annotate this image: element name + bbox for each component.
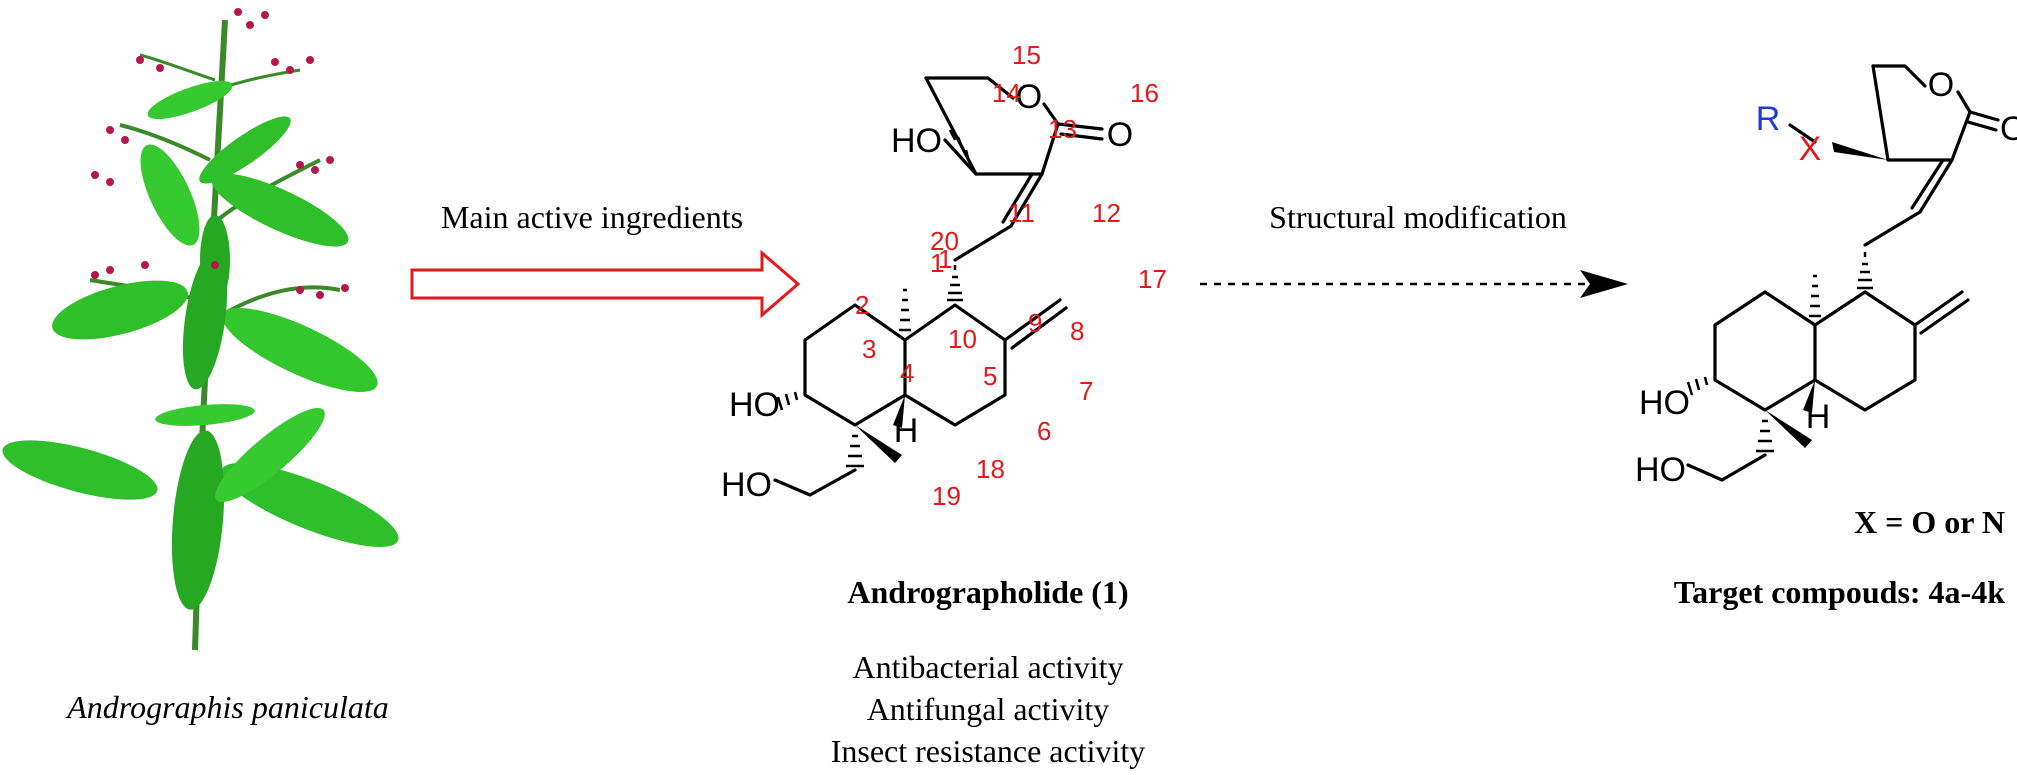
flower-buds — [91, 8, 349, 299]
leaf-shape — [211, 173, 349, 247]
atom-ho-c19: HO — [721, 466, 772, 504]
arrow1-label: Main active ingredients — [441, 199, 743, 235]
atom-ho-c3-2: HO — [1639, 384, 1690, 422]
leaf-shape — [2, 440, 158, 500]
compound1-name: Andrographolide (1) — [847, 574, 1128, 610]
num-18: 18 — [976, 454, 1005, 484]
num-5: 5 — [983, 361, 997, 391]
atom-ho-c14: HO — [891, 122, 942, 160]
atom-h-c5: H — [894, 412, 919, 450]
plant-caption: Andrographis paniculata — [65, 689, 388, 725]
plant-illustration — [2, 8, 399, 651]
andrographolide-structure — [773, 76, 1104, 497]
num-1: 1 — [930, 248, 944, 278]
num-19: 19 — [932, 481, 961, 511]
main-ingredients-arrow — [410, 249, 801, 319]
structural-modification-arrow — [1200, 270, 1628, 298]
num-9: 9 — [1028, 308, 1042, 338]
atom-ho-c19-2: HO — [1635, 451, 1686, 489]
atom-h-c5-2: H — [1806, 398, 1831, 436]
leaf-shape — [147, 80, 233, 120]
num-7: 7 — [1079, 376, 1093, 406]
num-10: 10 — [948, 324, 977, 354]
atom-o-carbonyl-2: O — [2000, 110, 2017, 148]
leaf-shape — [52, 280, 188, 340]
num-4: 4 — [900, 358, 914, 388]
leaf-shape — [171, 430, 225, 610]
activity-1: Antibacterial activity — [853, 649, 1124, 685]
num-2: 2 — [855, 290, 869, 320]
activity-3: Insect resistance activity — [831, 733, 1146, 769]
leaf-shape — [200, 215, 230, 305]
num-15: 15 — [1012, 40, 1041, 70]
carbon-numbering: 1 — [938, 244, 952, 274]
atom-o-ring: O — [1016, 78, 1042, 116]
svg-text:1: 1 — [938, 244, 952, 274]
arrow2-label: Structural modification — [1269, 199, 1567, 235]
atom-ho-c3: HO — [729, 386, 780, 424]
atom-o-ring-2: O — [1928, 66, 1954, 104]
substituent-r: R — [1756, 100, 1781, 138]
num-17: 17 — [1138, 264, 1167, 294]
leaf-shape — [222, 308, 378, 392]
carbon-numbers: 1 2 3 4 5 6 7 8 9 10 11 12 13 14 15 16 1… — [855, 40, 1167, 511]
num-11: 11 — [1008, 198, 1035, 228]
substituent-x: X — [1799, 130, 1822, 168]
num-8: 8 — [1070, 316, 1084, 346]
leaf-shape — [155, 404, 255, 426]
leaf-shape — [215, 407, 325, 503]
atom-o-carbonyl: O — [1107, 116, 1133, 154]
num-16: 16 — [1130, 78, 1159, 108]
compound2-name: Target compouds: 4a-4k — [1674, 574, 2005, 610]
leaf-shape — [221, 463, 399, 547]
num-3: 3 — [862, 334, 876, 364]
num-14: 14 — [992, 78, 1021, 108]
activity-2: Antifungal activity — [867, 691, 1110, 727]
num-13: 13 — [1048, 114, 1077, 144]
x-definition: X = O or N — [1854, 504, 2005, 540]
num-12: 12 — [1092, 198, 1121, 228]
leaf-shape — [199, 116, 291, 184]
num-20: 20 — [930, 226, 959, 256]
leaf-shape — [140, 144, 200, 246]
target-compound-structure — [1686, 64, 2000, 482]
num-6: 6 — [1037, 416, 1051, 446]
